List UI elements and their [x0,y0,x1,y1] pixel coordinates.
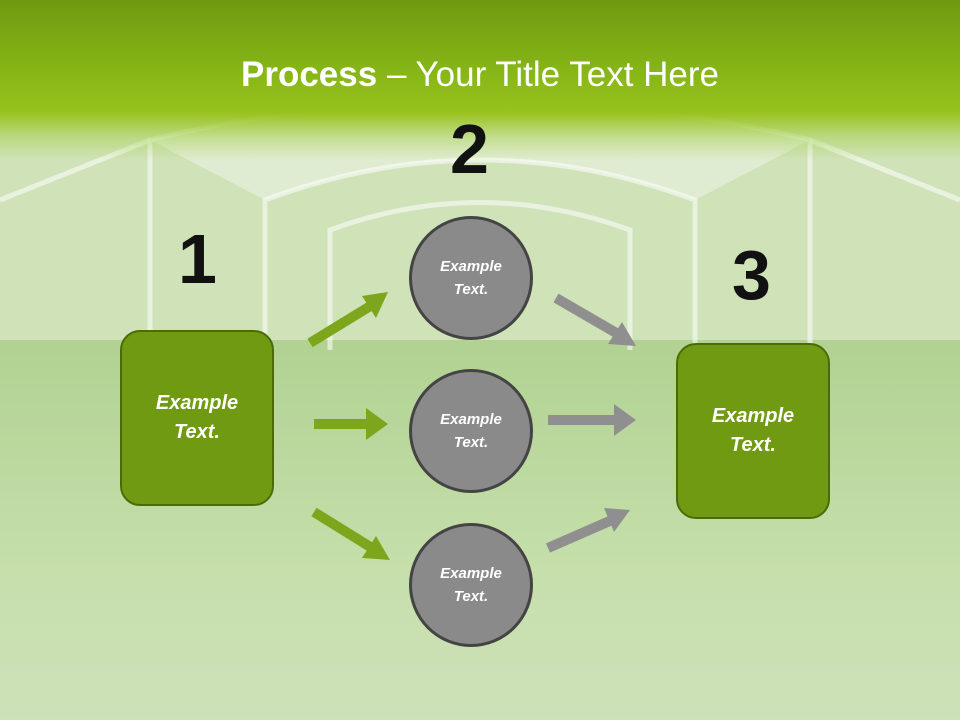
process-box-right: Example Text. [676,343,830,519]
process-circle-middle: Example Text. [409,369,533,493]
step-number-3: 3 [732,236,771,314]
arrow-left-to-middle [314,408,388,440]
arrow-left-to-bottom [311,507,390,560]
process-circle-bottom: Example Text. [409,523,533,647]
arrow-left-to-top [307,292,388,348]
arrow-top-to-right [553,293,636,346]
slide-title: Process – Your Title Text Here [0,54,960,96]
process-box-left: Example Text. [120,330,274,506]
arrow-middle-to-right [548,404,636,436]
process-circle-top: Example Text. [409,216,533,340]
arrow-bottom-to-right [545,508,630,553]
title-bold: Process [241,55,378,94]
header-band [0,0,960,160]
step-number-1: 1 [178,220,217,298]
title-rest: – Your Title Text Here [377,55,719,94]
step-number-2: 2 [450,110,489,188]
